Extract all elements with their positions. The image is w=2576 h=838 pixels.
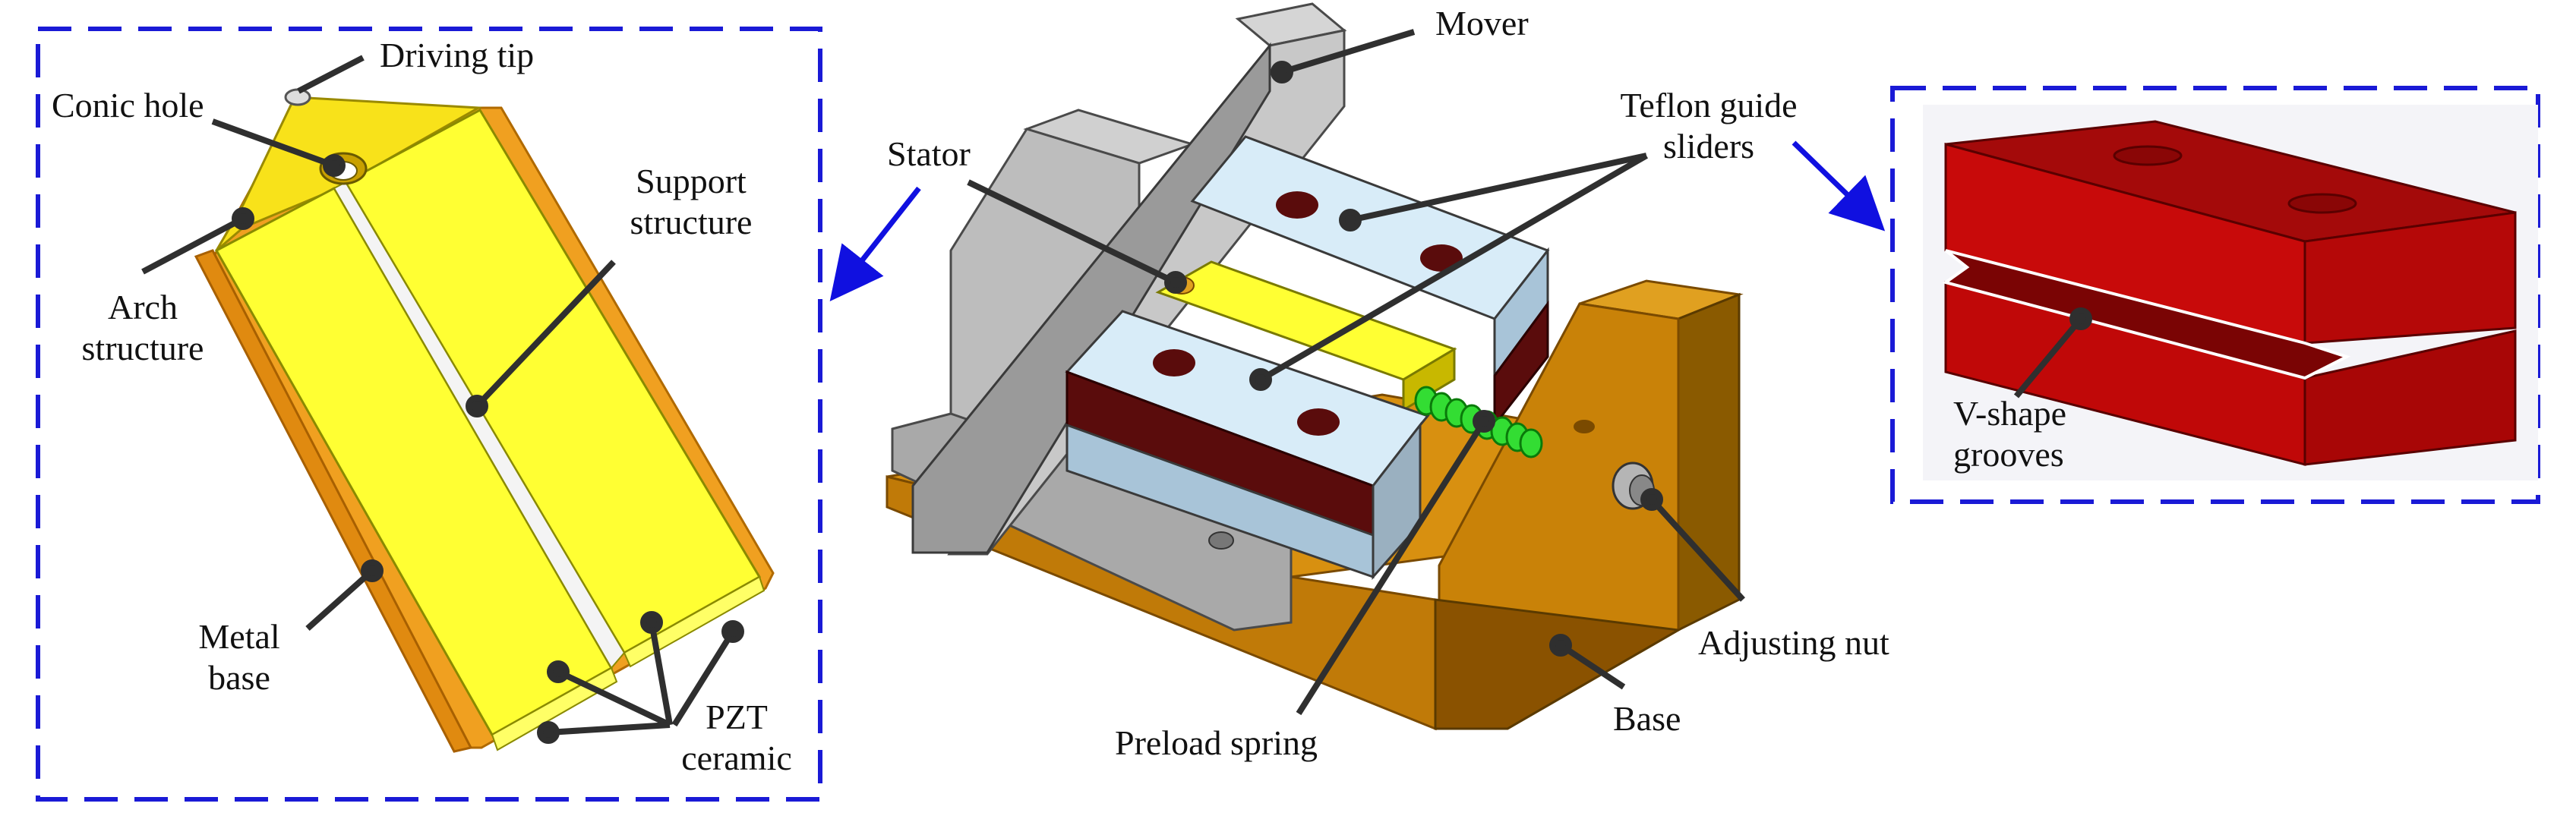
label-preload-spring: Preload spring xyxy=(1115,723,1318,762)
nut-block-side-lower xyxy=(2303,329,2517,466)
label-conic-hole: Conic hole xyxy=(52,86,204,124)
label-driving-tip: Driving tip xyxy=(380,36,535,74)
label-support-structure: Support structure xyxy=(630,162,753,241)
base-right-side xyxy=(1434,598,1682,730)
nut-top-hole-1 xyxy=(2113,145,2183,166)
label-pzt-ceramic: PZT ceramic xyxy=(681,698,792,777)
label-teflon-guide-sliders: Teflon guide sliders xyxy=(1620,86,1798,165)
assembly-drawing xyxy=(886,2,1744,731)
label-v-shape-grooves: V-shape grooves xyxy=(1953,394,2067,474)
label-arch-structure: Arch structure xyxy=(81,288,204,367)
stator-detail-drawing xyxy=(194,88,775,753)
label-mover: Mover xyxy=(1435,4,1529,43)
label-stator: Stator xyxy=(887,134,971,173)
slider-upper-under xyxy=(1493,300,1549,429)
label-base: Base xyxy=(1613,699,1681,738)
nut-top-hole-2 xyxy=(2287,193,2357,214)
base-bolt-hole xyxy=(1574,420,1595,433)
guide-bolt-hole xyxy=(1208,531,1234,550)
slider-lower-hole-2 xyxy=(1297,408,1340,436)
slider-upper-hole-1 xyxy=(1276,191,1318,219)
v-groove xyxy=(1942,249,2351,380)
driving-tip xyxy=(284,88,311,106)
nut-block-side-upper xyxy=(2303,211,2517,345)
metal-base-edge xyxy=(194,249,473,753)
right-panel-leaders xyxy=(2013,307,2092,399)
label-metal-base: Metal base xyxy=(198,617,280,697)
arrow-to-stator-detail xyxy=(829,186,921,301)
pzt-layer-bottom-left xyxy=(491,666,618,751)
arrow-to-nut-detail xyxy=(1792,140,1886,232)
base-block-side xyxy=(1677,292,1741,632)
slider-upper-hole-2 xyxy=(1420,244,1463,272)
label-adjusting-nut: Adjusting nut xyxy=(1698,623,1889,662)
left-panel-leaders xyxy=(141,55,744,744)
slider-lower-hole-1 xyxy=(1153,349,1195,376)
pzt-layer-bottom-right xyxy=(623,575,766,668)
center-leaders xyxy=(967,29,1745,716)
left-detail-frame xyxy=(36,27,822,802)
nut-detail-drawing xyxy=(1942,120,2517,466)
